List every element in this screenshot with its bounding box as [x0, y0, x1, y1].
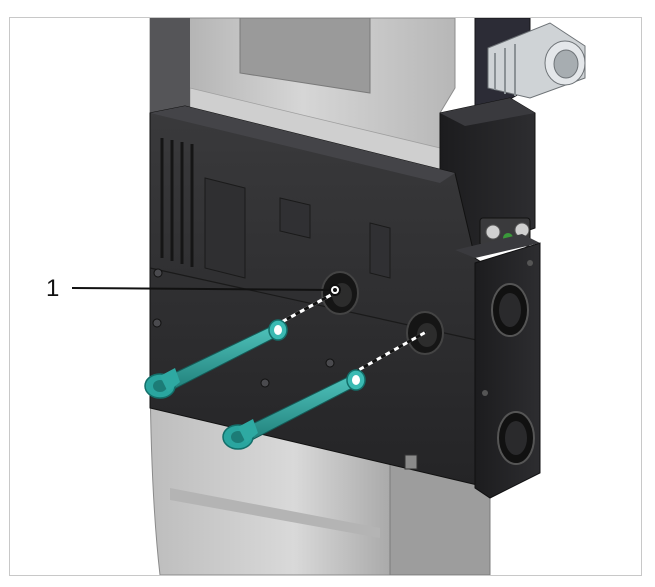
valve-manifold-drawing	[71, 18, 586, 575]
connector-plug	[474, 18, 586, 114]
screw-upper	[144, 319, 288, 399]
port-block	[455, 234, 541, 499]
assembly-illustration: 1	[9, 17, 642, 576]
cooling-fins	[160, 138, 194, 267]
callout-label-1: 1	[46, 275, 60, 302]
insertion-paths	[277, 288, 427, 374]
screw-lower	[222, 369, 366, 450]
base-plate	[149, 105, 491, 489]
callout-leader	[71, 284, 341, 296]
